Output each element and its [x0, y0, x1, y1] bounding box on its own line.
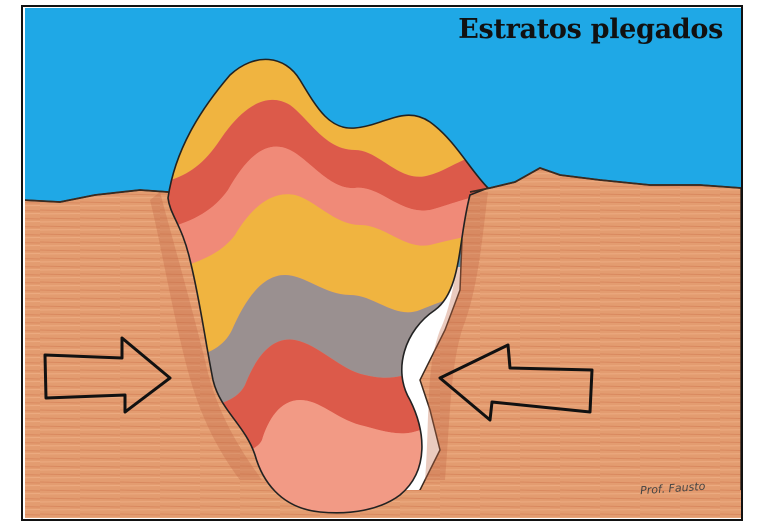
diagram-title: Estratos plegados: [458, 14, 723, 45]
